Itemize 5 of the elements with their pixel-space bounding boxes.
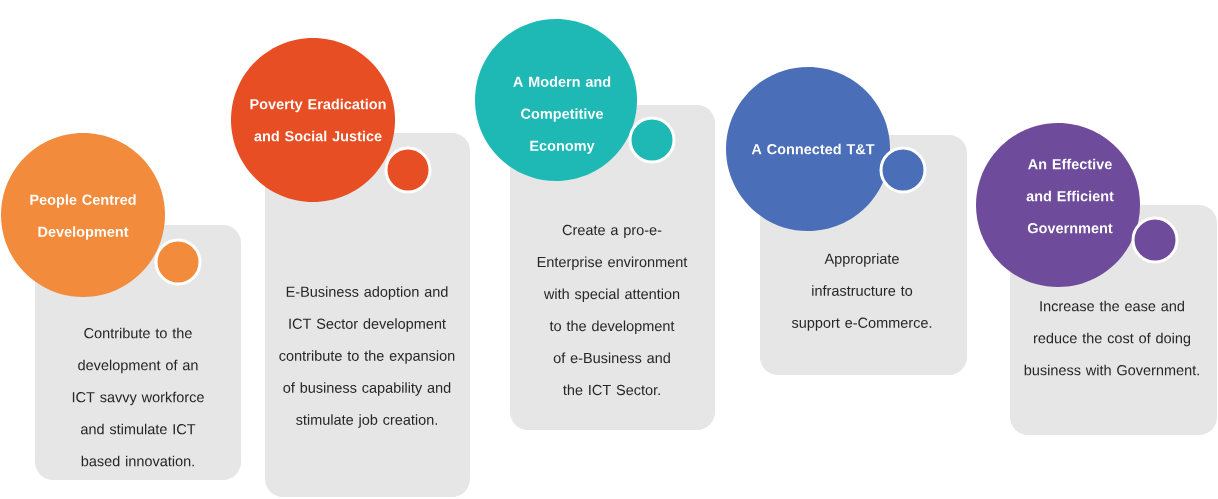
dot [384,146,432,194]
dot [879,146,927,194]
dot [1131,216,1179,264]
dot [628,116,676,164]
dot [154,238,202,286]
